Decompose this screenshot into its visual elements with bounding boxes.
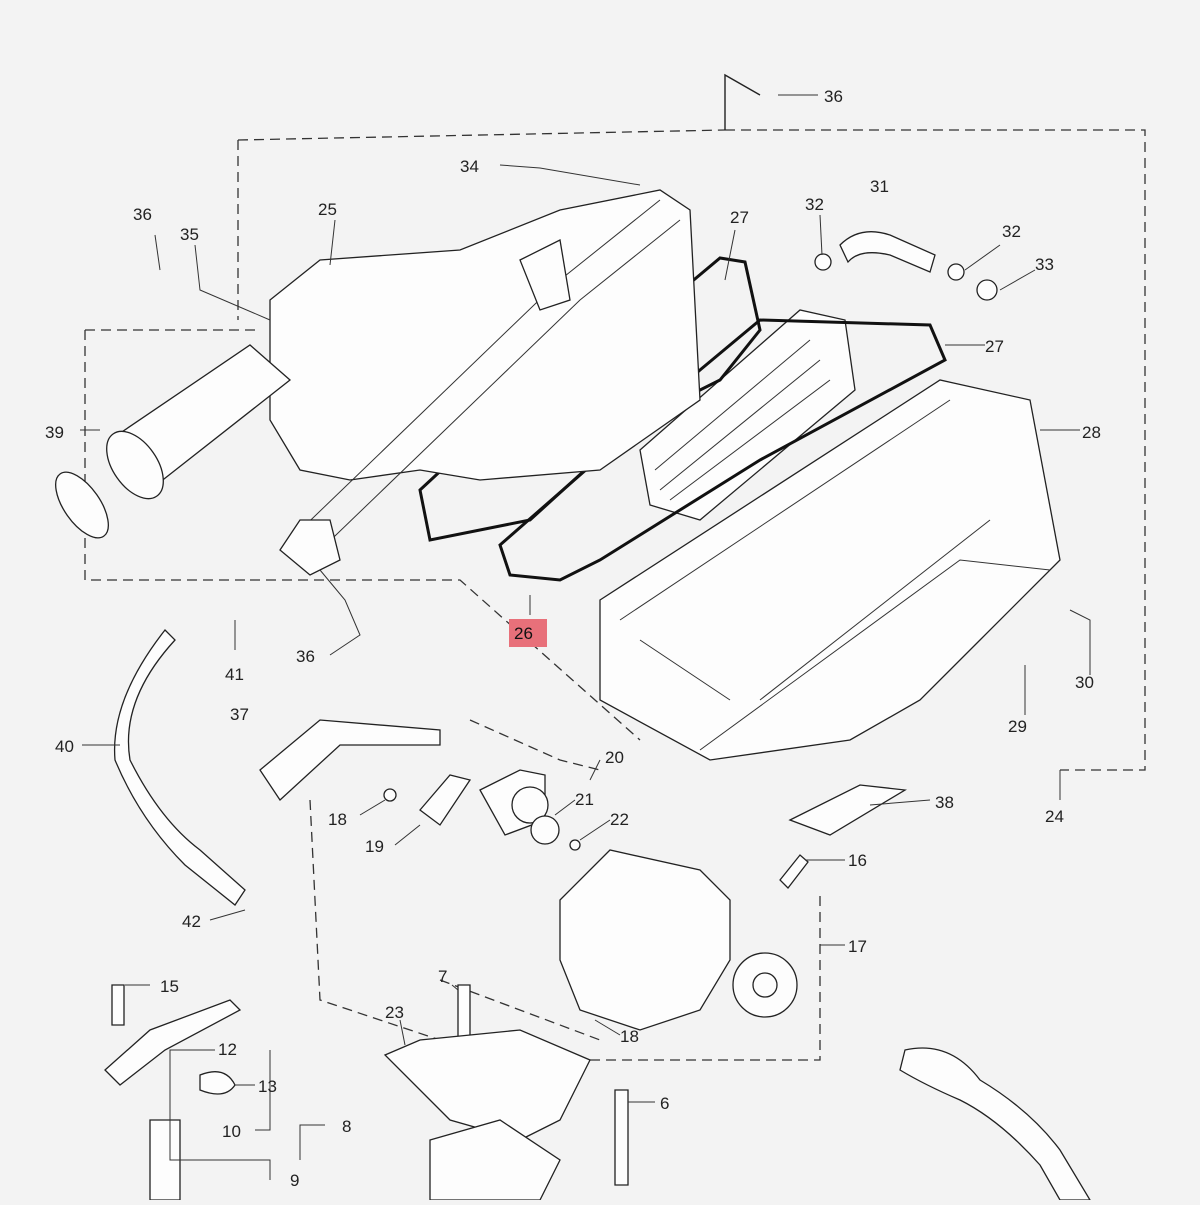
- label-41: 41: [225, 665, 244, 684]
- label-26-highlighted: 26: [514, 624, 533, 643]
- label-39: 39: [45, 423, 64, 442]
- label-32-left: 32: [805, 195, 824, 214]
- label-21: 21: [575, 790, 594, 809]
- label-34: 34: [460, 157, 479, 176]
- label-37: 37: [230, 705, 249, 724]
- label-15: 15: [160, 977, 179, 996]
- leader-lines: [80, 94, 1091, 1180]
- label-9: 9: [290, 1171, 299, 1190]
- hose-40: [113, 629, 246, 906]
- label-20: 20: [605, 748, 624, 767]
- label-30: 30: [1075, 673, 1094, 692]
- label-28: 28: [1082, 423, 1101, 442]
- label-32-right: 32: [1002, 222, 1021, 241]
- label-38: 38: [935, 793, 954, 812]
- label-22: 22: [610, 810, 629, 829]
- label-10: 10: [222, 1122, 241, 1141]
- label-27-top: 27: [730, 208, 749, 227]
- label-42: 42: [182, 912, 201, 931]
- label-19: 19: [365, 837, 384, 856]
- throttle-body: [559, 849, 809, 1031]
- base-plates: [259, 719, 907, 836]
- label-31: 31: [870, 177, 889, 196]
- label-35: 35: [180, 225, 199, 244]
- intake-housing: [269, 189, 701, 576]
- air-filter-element: [639, 309, 856, 521]
- label-36-top: 36: [824, 87, 843, 106]
- label-40: 40: [55, 737, 74, 756]
- label-8: 8: [342, 1117, 351, 1136]
- highlight-marker: [509, 619, 547, 647]
- label-16: 16: [848, 851, 867, 870]
- label-17: 17: [848, 937, 867, 956]
- label-36-mid: 36: [296, 647, 315, 666]
- label-6: 6: [660, 1094, 669, 1113]
- label-18-upper: 18: [328, 810, 347, 829]
- label-7: 7: [438, 967, 447, 986]
- label-25: 25: [318, 200, 337, 219]
- label-23: 23: [385, 1003, 404, 1022]
- label-13: 13: [258, 1077, 277, 1096]
- breather-hose: [814, 231, 998, 301]
- part-labels: 36 34 36 35 25 27 32 31 32 33 27 28 39 2…: [45, 87, 1101, 1190]
- label-27-right: 27: [985, 337, 1004, 356]
- intake-tube: [55, 344, 292, 539]
- label-12: 12: [218, 1040, 237, 1059]
- label-18-lower: 18: [620, 1027, 639, 1046]
- valve-assembly: [383, 769, 581, 851]
- label-33: 33: [1035, 255, 1054, 274]
- air-box-housing: [599, 379, 1061, 761]
- label-36-left: 36: [133, 205, 152, 224]
- lower-linkage: [104, 984, 1092, 1201]
- label-24: 24: [1045, 807, 1064, 826]
- label-29: 29: [1008, 717, 1027, 736]
